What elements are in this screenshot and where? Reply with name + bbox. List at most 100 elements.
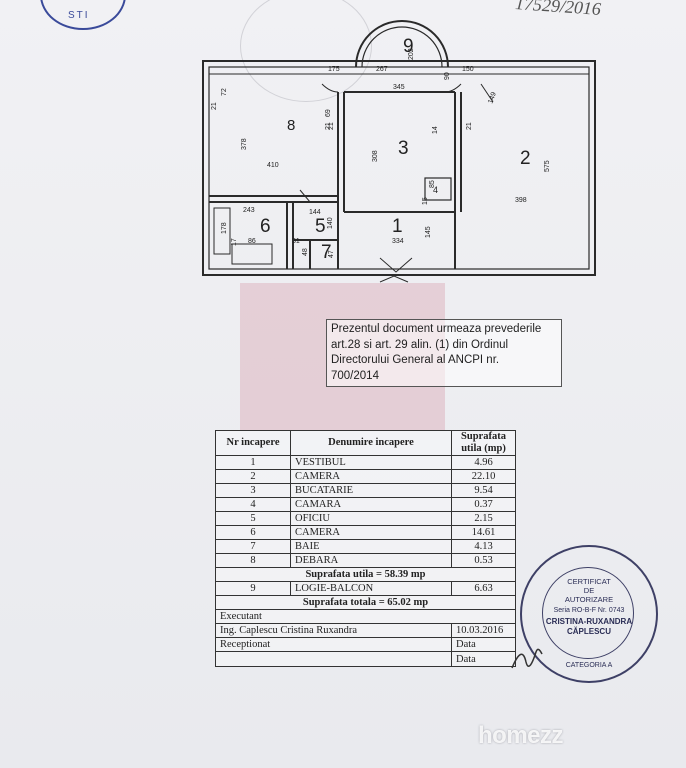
cell-area: 9.54: [451, 483, 516, 498]
room-label-4: 4: [433, 185, 438, 195]
cell-area: 0.53: [451, 553, 516, 568]
dimension-label: 21: [211, 102, 218, 110]
room-label-5: 5: [315, 216, 326, 237]
cell-nr: 2: [215, 469, 291, 484]
cell-area: 4.96: [451, 455, 516, 470]
room-label-9: 9: [403, 36, 414, 57]
certification-stamp: CERTIFICAT DE AUTORIZARE Seria RO-B-F Nr…: [520, 545, 658, 683]
room-label-6: 6: [260, 216, 271, 237]
header-name: Denumire incapere: [290, 430, 452, 456]
subtotal-row: Suprafata utila = 58.39 mp: [215, 567, 516, 582]
dimension-label: 308: [372, 150, 379, 162]
cell-name: BUCATARIE: [290, 483, 452, 498]
dimension-label: 149: [487, 91, 498, 104]
dimension-label: 86: [248, 238, 256, 245]
note-line: 700/2014: [331, 369, 379, 382]
cell-nr: 3: [215, 483, 291, 498]
executant-label: Executant: [215, 609, 516, 624]
dimension-label: 69: [325, 109, 332, 117]
dimension-label: 145: [425, 226, 432, 238]
header-nr: Nr incapere: [215, 430, 291, 456]
dimension-label: 48: [302, 248, 309, 256]
dimension-label: 14: [432, 126, 439, 134]
cell-nr: 1: [215, 455, 291, 470]
dimension-label: 21: [328, 122, 335, 130]
dimension-label: 378: [241, 138, 248, 150]
stamp-line: CĂPLESCU: [566, 627, 611, 636]
note-line: Prezentul document urmeaza prevederile: [331, 323, 542, 335]
room-label-2: 2: [520, 148, 531, 169]
blank-row: Data: [215, 651, 516, 667]
dimension-label: 144: [309, 209, 321, 216]
cell-name: CAMERA: [290, 469, 452, 484]
stamp-inner-ring: [542, 567, 634, 659]
table-header-row: Nr incapere Denumire incapere Suprafata …: [215, 430, 516, 456]
executant-name: Ing. Caplescu Cristina Ruxandra: [215, 623, 452, 638]
dimension-label: 410: [267, 162, 279, 169]
cell-nr: 8: [215, 553, 291, 568]
blank-cell: [215, 651, 452, 667]
cell-nr: 7: [215, 539, 291, 554]
dimension-label: 178: [221, 222, 228, 234]
room-label-7: 7: [321, 242, 332, 263]
dimension-label: 345: [393, 84, 405, 91]
cell-nr: 5: [215, 511, 291, 526]
total-row: Suprafata totala = 65.02 mp: [215, 595, 516, 610]
note-line: Directorului General al ANCPI nr.: [331, 354, 500, 367]
cell-name: CAMARA: [290, 497, 452, 512]
cell-name: OFICIU: [290, 511, 452, 526]
room-label-3: 3: [398, 138, 409, 159]
room-label-1: 1: [392, 216, 403, 237]
dimension-label: 398: [515, 197, 527, 204]
dimension-label: 267: [376, 66, 388, 73]
stamp-line: AUTORIZARE: [564, 595, 614, 604]
executant-date: 10.03.2016: [451, 623, 516, 638]
dimension-label: 72: [221, 88, 228, 96]
stamp-line: CATEGORIA A: [565, 662, 613, 669]
dimension-label: 202: [408, 48, 415, 60]
dimension-label: 21: [466, 122, 473, 130]
cell-nr: 6: [215, 525, 291, 540]
dimension-label: 575: [544, 160, 551, 172]
cell-name: CAMERA: [290, 525, 452, 540]
top-stamp-text: STI: [68, 10, 90, 21]
cell-nr: 4: [215, 497, 291, 512]
cell-nr: 9: [215, 581, 291, 596]
faint-stamp: [240, 0, 372, 102]
cell-name: DEBARA: [290, 553, 452, 568]
header-area: Suprafata utila (mp): [451, 430, 516, 456]
dimension-label: 140: [327, 217, 334, 229]
executant-label-row: Executant: [215, 609, 516, 624]
cell-area: 22.10: [451, 469, 516, 484]
dimension-label: 150: [462, 66, 474, 73]
cell-name: LOGIE-BALCON: [290, 581, 452, 596]
dimension-label: 47: [328, 250, 335, 258]
subtotal-cell: Suprafata utila = 58.39 mp: [215, 567, 516, 582]
cell-area: 2.15: [451, 511, 516, 526]
dimension-label: 334: [392, 238, 404, 245]
dimension-label: 17: [231, 238, 238, 246]
dimension-label: 85: [429, 180, 436, 188]
total-cell: Suprafata totala = 65.02 mp: [215, 595, 516, 610]
data-label: Data: [451, 651, 516, 667]
cell-name: VESTIBUL: [290, 455, 452, 470]
dimension-label: 21: [325, 122, 332, 130]
stamp-line: DE: [583, 586, 595, 595]
site-watermark: homezz: [478, 722, 564, 749]
dimension-label: 90: [444, 72, 451, 80]
dimension-label: 243: [243, 207, 255, 214]
signature-icon: [511, 648, 543, 669]
note-line: art.28 si art. 29 alin. (1) din Ordinul: [331, 338, 509, 351]
